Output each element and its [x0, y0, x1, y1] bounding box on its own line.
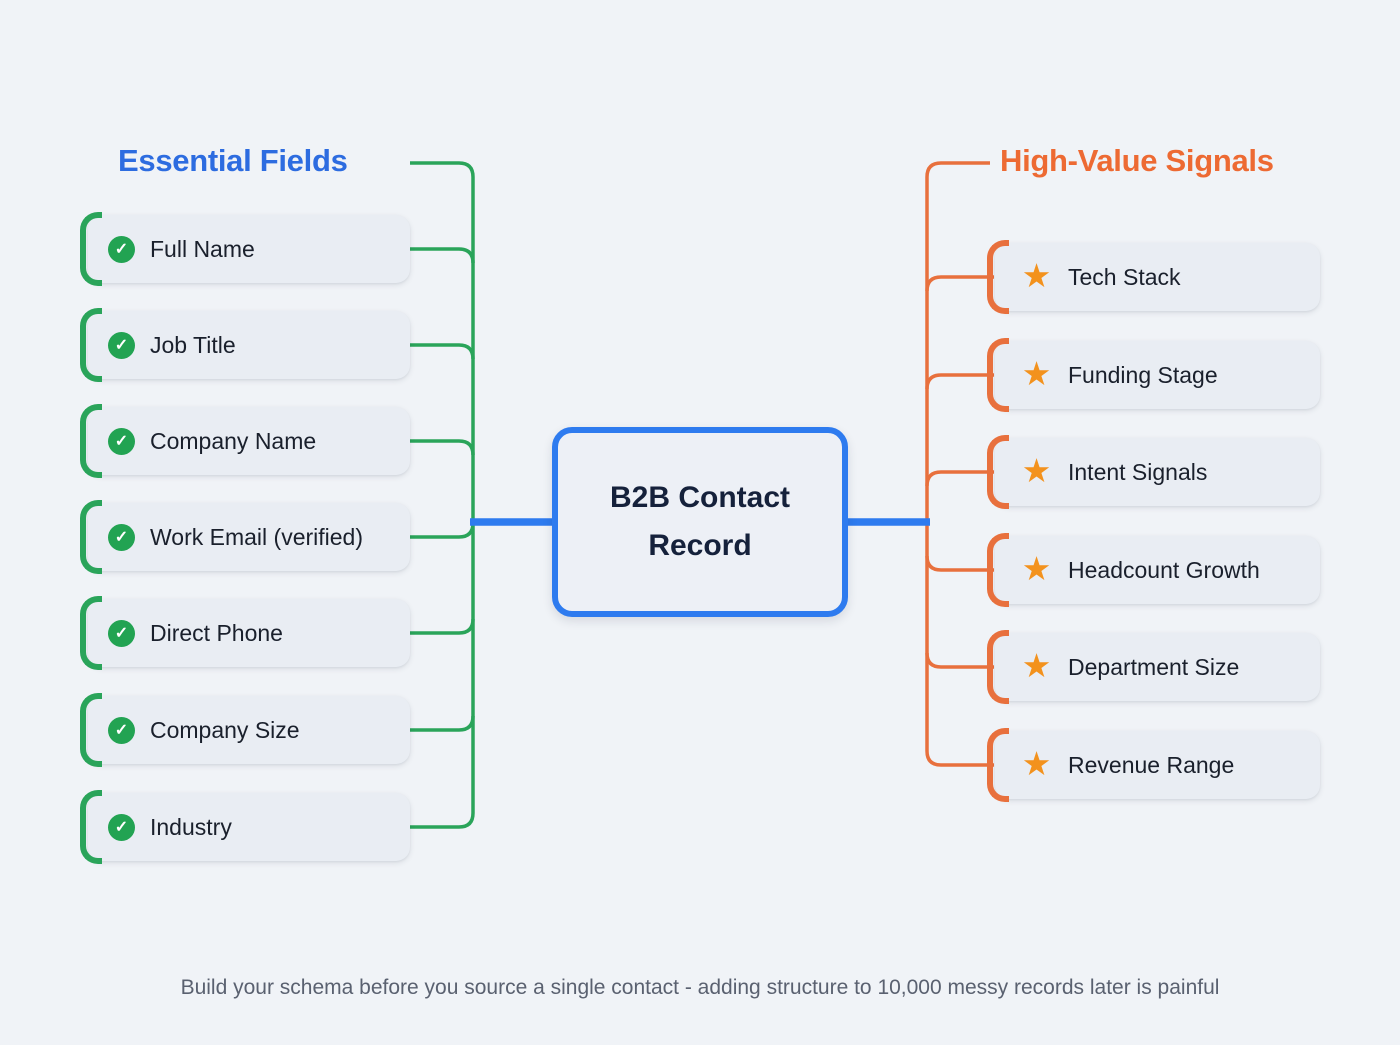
- star-icon: ★: [1021, 646, 1052, 684]
- essential-field-card: ✓ Full Name: [80, 212, 410, 286]
- signal-label: Intent Signals: [1068, 458, 1208, 485]
- field-label: Full Name: [150, 235, 255, 262]
- signal-card: ★ Headcount Growth: [987, 533, 1320, 607]
- footer-caption: Build your schema before you source a si…: [180, 976, 1220, 999]
- signal-label: Headcount Growth: [1068, 556, 1260, 583]
- star-icon: ★: [1021, 451, 1052, 489]
- check-icon: ✓: [108, 813, 135, 841]
- check-icon: ✓: [108, 427, 135, 455]
- check-icon: ✓: [108, 716, 135, 744]
- essential-field-card: ✓ Work Email (verified): [80, 500, 410, 574]
- field-label: Industry: [150, 813, 232, 840]
- left-branch-title: Essential Fields: [118, 143, 348, 178]
- star-icon: ★: [1021, 354, 1052, 392]
- check-icon: ✓: [108, 331, 135, 359]
- essential-field-card: ✓ Job Title: [80, 308, 410, 382]
- signal-label: Revenue Range: [1068, 751, 1235, 778]
- check-icon: ✓: [108, 523, 135, 551]
- star-icon: ★: [1021, 256, 1052, 294]
- check-icon: ✓: [108, 235, 135, 263]
- center-node: B2B Contact Record: [552, 427, 848, 617]
- signal-card: ★ Funding Stage: [987, 338, 1320, 412]
- field-label: Job Title: [150, 331, 236, 358]
- essential-field-card: ✓ Company Size: [80, 693, 410, 767]
- signal-label: Funding Stage: [1068, 361, 1218, 388]
- field-label: Direct Phone: [150, 619, 283, 646]
- signal-card: ★ Intent Signals: [987, 435, 1320, 509]
- field-label: Work Email (verified): [150, 523, 363, 550]
- signal-card: ★ Revenue Range: [987, 728, 1320, 802]
- left-branch-connectors: [406, 161, 475, 829]
- essential-field-card: ✓ Industry: [80, 790, 410, 864]
- star-icon: ★: [1021, 744, 1052, 782]
- center-node-label: B2B Contact Record: [609, 481, 790, 562]
- field-label: Company Size: [150, 716, 300, 743]
- essential-field-card: ✓ Direct Phone: [80, 596, 410, 670]
- star-icon: ★: [1021, 549, 1052, 587]
- field-label: Company Name: [150, 427, 317, 454]
- signal-card: ★ Department Size: [987, 630, 1320, 704]
- signal-card: ★ Tech Stack: [987, 240, 1320, 314]
- signal-label: Department Size: [1068, 653, 1240, 680]
- signal-label: Tech Stack: [1068, 263, 1181, 290]
- check-icon: ✓: [108, 619, 135, 647]
- right-branch-title: High-Value Signals: [1000, 143, 1274, 178]
- right-branch-connectors: [925, 161, 994, 767]
- essential-field-card: ✓ Company Name: [80, 404, 410, 478]
